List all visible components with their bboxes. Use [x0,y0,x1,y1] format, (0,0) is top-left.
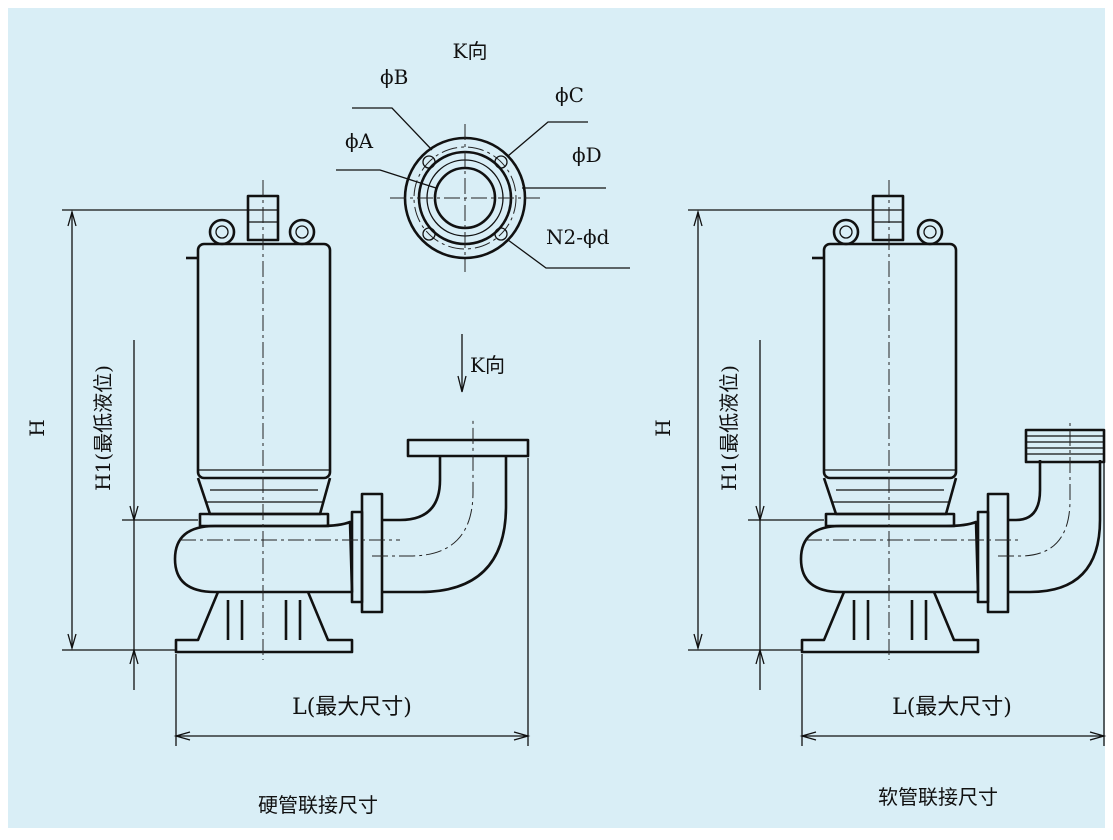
k-view-label: K向 [453,39,488,63]
bolt-holes [422,155,508,241]
phi-d-label: ϕD [572,143,602,167]
dim-h1-label-soft: H1(最低液位) [717,365,741,491]
dim-h-label: H [25,419,49,436]
dim-h1-label: H1(最低液位) [91,365,115,491]
soft-pipe-pump [799,180,1106,660]
phi-b-label: ϕB [380,65,408,89]
dim-l-label-soft: L(最大尺寸) [892,695,1012,720]
bolt-holes-label: N2-ϕd [546,225,610,249]
hard-pipe-caption: 硬管联接尺寸 [258,793,378,817]
soft-pipe-dimensions: H H1(最低液位) L(最大尺寸) 软管联接尺寸 [651,209,1107,809]
dim-l-label: L(最大尺寸) [292,695,412,720]
phi-c-label: ϕC [555,83,584,107]
drawing-background [8,8,1105,828]
flange-top-view: K向 ϕB ϕA ϕC ϕD N2-ϕd [336,39,630,272]
dim-h-label-soft: H [651,419,675,436]
soft-pipe-caption: 软管联接尺寸 [878,785,998,809]
hard-pipe-pump: K向 [173,180,530,660]
phi-a-label: ϕA [345,129,374,153]
hard-pipe-dimensions: H H1(最低液位) L(最大尺寸) 硬管联接尺寸 [25,209,531,817]
hose-connector [1024,428,1106,464]
k-arrow-label: K向 [470,353,505,377]
